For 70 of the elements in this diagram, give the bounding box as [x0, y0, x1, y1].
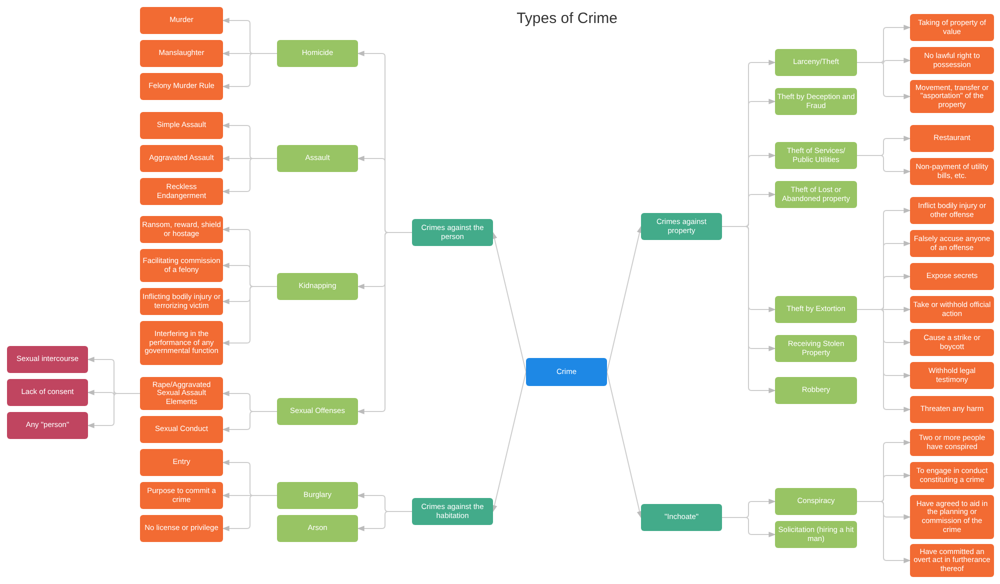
topic-box: [277, 273, 358, 300]
topic-box: [775, 335, 857, 362]
topic-box: [7, 379, 88, 406]
connector-arrow: [606, 226, 642, 372]
connector-arrow: [722, 226, 776, 394]
topic-box: [140, 449, 223, 476]
topic-box: [412, 219, 493, 246]
topic-box: [140, 178, 223, 205]
topic-box: [140, 112, 223, 139]
topic-box: [140, 515, 223, 542]
topic-box: [775, 377, 857, 404]
topic-box: [140, 216, 223, 243]
topic-box: [910, 230, 994, 257]
topic-box: [910, 362, 994, 389]
topic-box: [277, 482, 358, 509]
topic-box: [140, 249, 223, 282]
connector-arrow: [222, 286, 278, 346]
topic-box: [140, 416, 223, 443]
topic-box: [775, 49, 857, 76]
topic-box: [7, 412, 88, 439]
topic-box: [910, 158, 994, 185]
topic-box: [641, 213, 722, 240]
topic-box: [775, 296, 857, 323]
connector-arrow: [722, 517, 776, 538]
connector-arrow: [856, 309, 911, 412]
topic-box: [140, 377, 223, 410]
connector-arrow: [856, 62, 911, 100]
topic-box: [910, 462, 994, 489]
topic-box: [775, 142, 857, 169]
topic-box: [140, 321, 223, 365]
connector-arrow: [856, 155, 911, 174]
topic-box: [412, 498, 493, 525]
topic-box: [775, 181, 857, 208]
connector-arrow: [357, 511, 412, 532]
topic-box: [140, 288, 223, 315]
topic-box: [641, 504, 722, 531]
connector-arrow: [222, 411, 278, 432]
topic-box: [910, 329, 994, 356]
topic-box: [775, 521, 857, 548]
connector-arrow: [87, 393, 140, 428]
topic-box: [910, 125, 994, 152]
connector-arrow: [222, 495, 278, 532]
topic-box: [775, 488, 857, 515]
topic-box: [910, 14, 994, 41]
topic-box: [140, 482, 223, 509]
connector-arrow: [606, 372, 642, 518]
topic-box: [7, 346, 88, 373]
topic-box: [277, 145, 358, 172]
topic-box: [910, 396, 994, 423]
topic-box: [910, 429, 994, 456]
connector-arrow: [492, 232, 526, 372]
connector-arrow: [492, 372, 526, 512]
topic-box: [910, 47, 994, 74]
topic-box: [910, 296, 994, 323]
topic-box: [277, 40, 358, 67]
connector-arrow: [357, 232, 412, 414]
topic-box: [910, 263, 994, 290]
topic-box: [140, 145, 223, 172]
topic-box: [277, 515, 358, 542]
topic-box: [140, 73, 223, 100]
topic-box: [775, 88, 857, 115]
connector-arrow: [222, 158, 278, 194]
topic-box: [277, 398, 358, 425]
topic-box: [910, 197, 994, 224]
topic-box: [140, 7, 223, 34]
connector-arrow: [856, 501, 911, 564]
connector-arrow: [222, 53, 278, 90]
topic-box: [140, 40, 223, 67]
diagram-title: Types of Crime: [516, 10, 618, 27]
topic-box: [526, 358, 607, 386]
